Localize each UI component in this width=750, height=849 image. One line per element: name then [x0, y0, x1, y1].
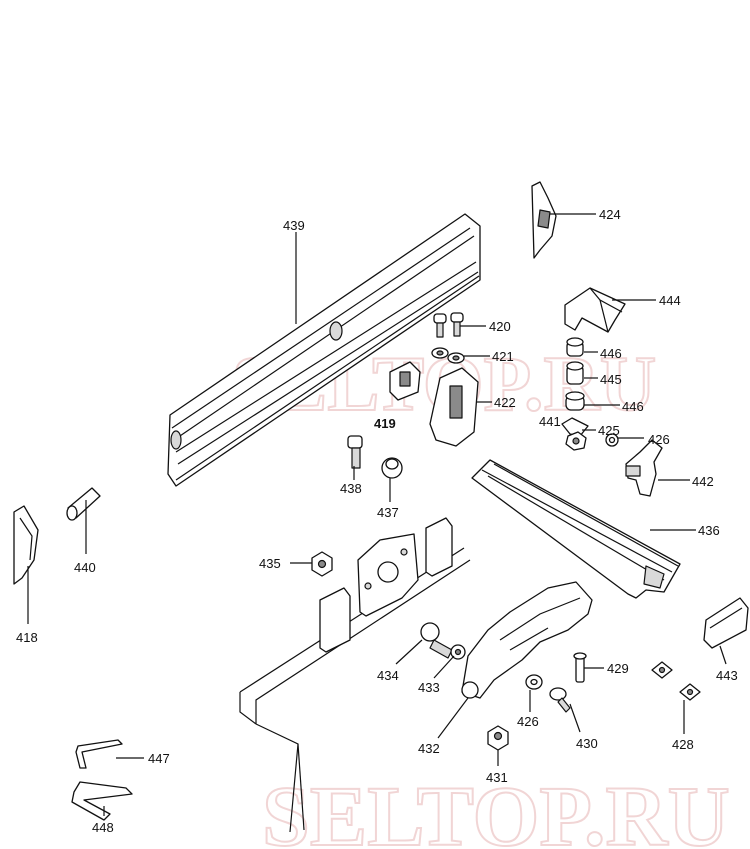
callout-433: 433 [418, 680, 440, 695]
saw-table-base [239, 517, 471, 833]
part-426-washer-a [605, 433, 619, 447]
callout-431: 431 [486, 770, 508, 785]
part-426-washer-b [525, 674, 543, 690]
callout-437: 437 [377, 505, 399, 520]
watermark-bottom: SELTOP.RU [262, 768, 730, 849]
callout-426-upper: 426 [648, 432, 670, 447]
callout-444: 444 [659, 293, 681, 308]
callout-440: 440 [74, 560, 96, 575]
callout-432: 432 [418, 741, 440, 756]
part-436-guide-rail [471, 459, 681, 599]
callout-447: 447 [148, 751, 170, 766]
callout-421: 421 [492, 349, 514, 364]
callout-446-top: 446 [600, 346, 622, 361]
leader-lines [27, 213, 727, 816]
callout-labels: 439 424 444 420 421 446 445 446 419 422 … [16, 207, 738, 835]
callout-438: 438 [340, 481, 362, 496]
part-444-stop-block [564, 287, 626, 333]
part-447-hex-key [75, 739, 123, 769]
part-433-washer [450, 644, 466, 660]
callout-426-lower: 426 [517, 714, 539, 729]
part-445-spacer-middle [566, 361, 584, 385]
part-441-nut [565, 431, 587, 451]
part-446-spacer-bottom [565, 391, 585, 411]
part-434-carriage-bolt [420, 622, 453, 659]
callout-430: 430 [576, 736, 598, 751]
part-448-hex-key [71, 781, 133, 821]
callout-439: 439 [283, 218, 305, 233]
callout-428: 428 [672, 737, 694, 752]
part-440-pin [66, 487, 101, 521]
callout-445: 445 [600, 372, 622, 387]
part-424-clamp-bracket [531, 181, 557, 259]
callout-424: 424 [599, 207, 621, 222]
callout-420: 420 [489, 319, 511, 334]
callout-434: 434 [377, 668, 399, 683]
callout-435: 435 [259, 556, 281, 571]
callout-418: 418 [16, 630, 38, 645]
part-425-nut-block [561, 417, 589, 437]
callout-448: 448 [92, 820, 114, 835]
part-429-screw [573, 652, 587, 683]
part-443-slide-pad [703, 597, 749, 649]
part-446-spacer-top [566, 337, 584, 357]
callout-419: 419 [374, 416, 396, 431]
part-431-nut [487, 725, 509, 751]
callout-443: 443 [716, 668, 738, 683]
part-420-screws [433, 312, 464, 338]
part-439-fence-rail [167, 213, 481, 487]
callout-436: 436 [698, 523, 720, 538]
part-428-square-nuts [651, 661, 701, 701]
part-437-cap-nut [381, 457, 403, 479]
part-438-bolt [347, 435, 363, 469]
callout-425: 425 [598, 423, 620, 438]
part-442-handle [625, 439, 663, 497]
callout-422: 422 [494, 395, 516, 410]
callout-442: 442 [692, 474, 714, 489]
part-421-washers [431, 347, 465, 364]
callout-429: 429 [607, 661, 629, 676]
callout-441: 441 [539, 414, 561, 429]
part-432-lower-bracket [461, 581, 593, 699]
part-435-nut [311, 551, 333, 577]
part-419-plate [389, 361, 421, 401]
part-422-bracket [429, 367, 479, 447]
callout-446-bottom: 446 [622, 399, 644, 414]
part-418-side-cover [13, 505, 39, 585]
part-430-screw [549, 687, 571, 713]
